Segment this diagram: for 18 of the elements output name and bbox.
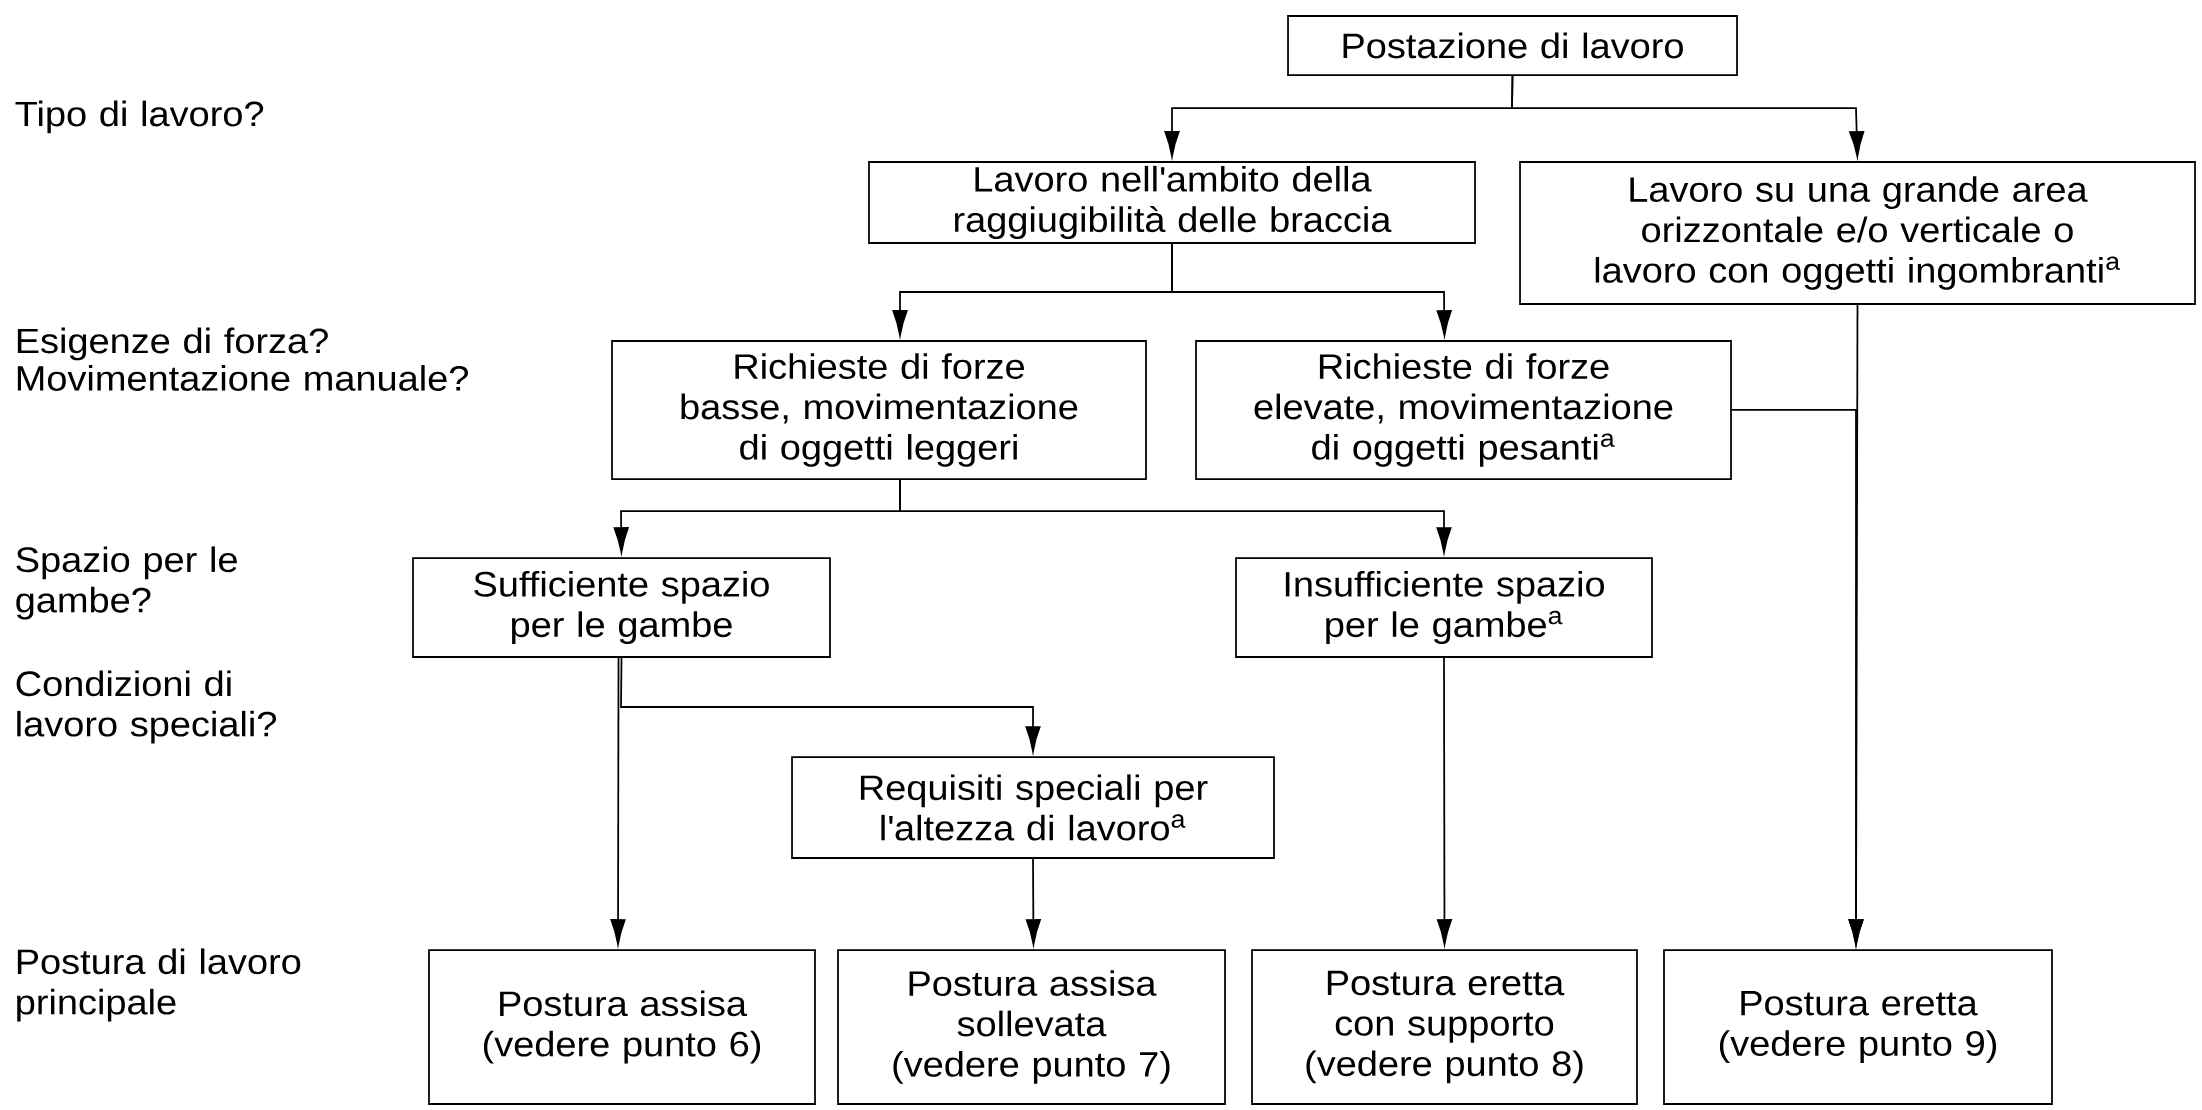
process-box: Postura eretta con supporto (vedere punto 8) — [1251, 949, 1638, 1105]
row-label: Condizioni di lavoro speciali? — [16, 670, 277, 744]
row-label: Movimentazione manuale? — [17, 365, 468, 391]
process-box: Postura assisa sollevata (vedere punto 7) — [837, 949, 1226, 1105]
process-box: Postura assisa (vedere punto 6) — [428, 949, 816, 1105]
process-box: Richieste di forze elevate, movimentazione di oggetti pesanti$^{a}$ — [1195, 340, 1732, 480]
process-box: Insufficiente spazio per le gambe$^{a}$ — [1235, 557, 1653, 658]
process-box: Postura eretta (vedere punto 9) — [1663, 949, 2053, 1105]
process-box: Postazione di lavoro — [1287, 15, 1738, 76]
process-box: Richieste di forze basse, movimentazione di oggetti leggeri — [611, 340, 1147, 480]
process-box: Lavoro nell'ambito della raggiugibilità delle braccia — [868, 161, 1476, 244]
row-label: Spazio per le gambe? — [16, 546, 237, 620]
row-label: Postura di lavoro principale — [17, 948, 301, 1022]
process-box: Sufficiente spazio per le gambe — [412, 557, 831, 658]
row-label: Tipo di lavoro? — [15, 100, 264, 134]
row-label: Esigenze di forza? — [17, 327, 328, 361]
process-box: Lavoro su una grande area orizzontale e/o verticale o lavoro con oggetti ingombranti$^{a}$ — [1519, 161, 2196, 305]
process-box: Requisiti speciali per l'altezza di lavoro$^{a}$ — [791, 756, 1275, 859]
